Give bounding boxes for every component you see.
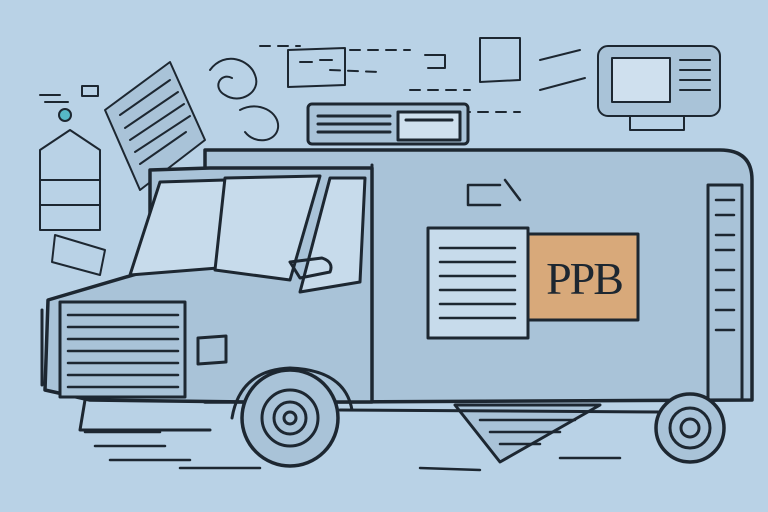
monitor-icon	[597, 45, 721, 131]
info-panel	[426, 226, 530, 340]
package-icon	[287, 37, 521, 88]
background-doodles	[39, 37, 721, 472]
small-tag-icon	[81, 85, 99, 97]
accent-dot-icon	[58, 108, 72, 122]
side-mirror	[288, 256, 333, 280]
roof-vent	[306, 102, 470, 146]
front-grille	[58, 300, 187, 399]
headlight	[196, 334, 228, 366]
side-sign	[526, 232, 640, 322]
undercarriage	[338, 403, 662, 464]
box-stack-icon	[39, 129, 106, 276]
truck-cab	[40, 166, 374, 432]
rear-panel	[706, 183, 744, 402]
rear-wheel	[654, 392, 726, 464]
gear-icon	[209, 57, 280, 142]
front-wheel	[240, 368, 340, 468]
side-sign-text: PPB	[546, 252, 624, 304]
floating-document-icon	[104, 61, 206, 191]
